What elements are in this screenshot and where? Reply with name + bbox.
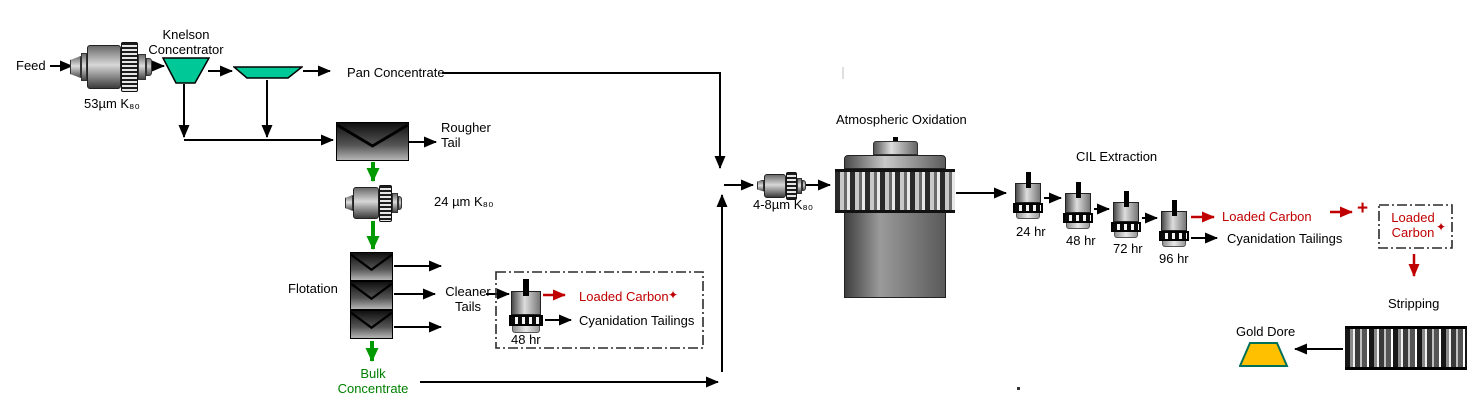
artifact-dot: [1017, 387, 1020, 390]
rougher-cell-icon: [336, 122, 409, 161]
cil-tank3-duration-label: 72 hr: [1113, 241, 1143, 256]
gold-dore-icon: [1239, 342, 1289, 367]
cil-tank-4-icon: [1159, 200, 1189, 247]
mill1-k80-label: 53µm K₈₀: [84, 96, 140, 111]
loaded-carbon-dashed-box: [1378, 204, 1453, 249]
rougher-tail-label: Rougher Tail: [441, 120, 491, 150]
cil-tank4-duration-label: 96 hr: [1159, 251, 1189, 266]
ball-mill-1-icon: [70, 42, 152, 92]
cil-tank-2-icon: [1063, 182, 1093, 229]
combine-plus-icon: +: [1357, 198, 1369, 219]
batch-leach-loaded-carbon-label: Loaded Carbon: [579, 289, 669, 304]
knelson-label: Knelson Concentrator: [148, 27, 224, 57]
feed-label: Feed: [16, 58, 46, 73]
batch-leach-tank-icon: [509, 279, 543, 333]
cil-tank-3-icon: [1111, 191, 1141, 238]
ball-mill-2-icon: [345, 184, 402, 222]
batch-leach-dashed-box: [495, 271, 704, 349]
cil-tank-1-icon: [1013, 172, 1043, 219]
carbon-star-icon: ✦: [1436, 220, 1447, 234]
loaded-carbon-box-label: Loaded Carbon: [1391, 210, 1435, 240]
cil-tank1-duration-label: 24 hr: [1016, 224, 1046, 239]
cil-cyanidation-tailings-label: Cyanidation Tailings: [1227, 231, 1343, 246]
flotation-cell-icon: [350, 281, 393, 310]
flotation-cell-icon: [350, 310, 393, 339]
cil-extraction-label: CIL Extraction: [1076, 149, 1158, 164]
cleaner-tails-label: Cleaner Tails: [445, 284, 491, 314]
carbon-star-icon: ✦: [668, 288, 679, 302]
line-panconc-to-junction: [442, 72, 726, 169]
mill2-k80-label: 24 µm K₈₀: [434, 194, 494, 209]
atmospheric-oxidation-label: Atmospheric Oxidation: [836, 112, 967, 127]
ball-mill-3-icon: [757, 171, 806, 200]
pan-concentrate-label: Pan Concentrate: [347, 65, 445, 80]
batch-leach-duration-label: 48 hr: [511, 332, 541, 347]
pan-icon: [233, 66, 303, 79]
flotation-cell-icon: [350, 252, 393, 281]
batch-leach-cyanidation-tailings-label: Cyanidation Tailings: [579, 313, 695, 328]
cil-tank2-duration-label: 48 hr: [1066, 233, 1096, 248]
stripping-label: Stripping: [1388, 296, 1440, 311]
bulk-concentrate-label: Bulk Concentrate: [337, 366, 409, 396]
gold-dore-label: Gold Dore: [1236, 324, 1296, 339]
stripping-column-icon: [1345, 326, 1467, 370]
cil-loaded-carbon-label: Loaded Carbon: [1222, 209, 1312, 224]
oxidation-vessel-icon: [835, 137, 955, 298]
knelson-concentrator-icon: [162, 57, 210, 84]
flotation-label: Flotation: [288, 281, 338, 296]
mill3-k80-label: 4-8µm K₈₀: [753, 197, 814, 212]
